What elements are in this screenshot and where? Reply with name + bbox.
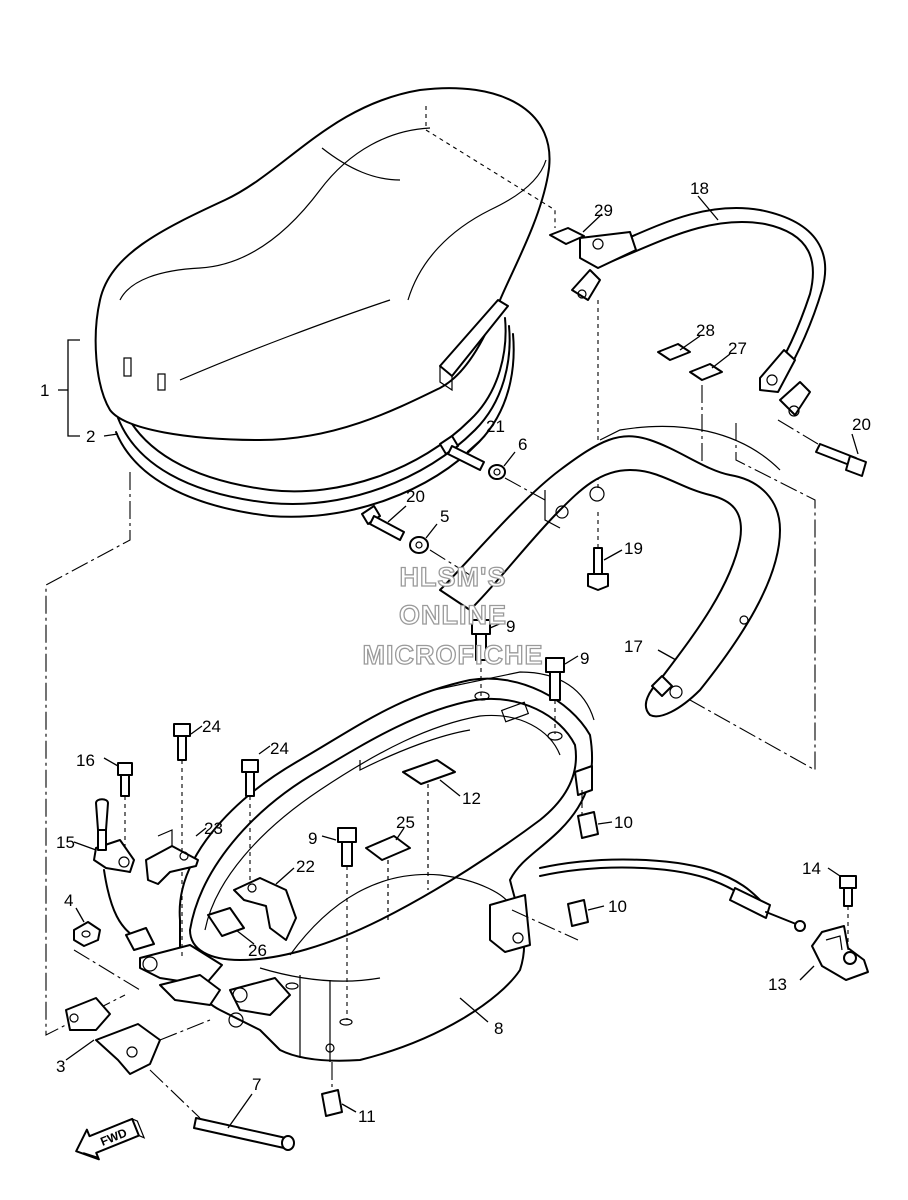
callout-26: 26	[248, 941, 267, 960]
watermark-line-2: ONLINE	[399, 600, 507, 630]
callout-20-left: 20	[406, 487, 425, 506]
callout-9-middle: 9	[580, 649, 589, 668]
callout-11: 11	[358, 1107, 376, 1126]
bolt-21	[439, 435, 485, 471]
washer-5	[409, 536, 429, 554]
callout-2: 2	[86, 427, 95, 446]
callout-12: 12	[462, 789, 481, 808]
callout-10-upper: 10	[614, 813, 633, 832]
callout-27: 27	[728, 339, 747, 358]
callout-15: 15	[56, 833, 75, 852]
fwd-arrow-icon: FWD	[75, 1117, 146, 1161]
callout-6: 6	[518, 435, 527, 454]
callout-8: 8	[494, 1019, 503, 1038]
nut-10-lower	[567, 899, 589, 927]
bolt-19	[587, 547, 609, 591]
callout-1: 1	[40, 381, 49, 400]
hinge-3	[65, 997, 161, 1075]
bolt-16	[117, 762, 133, 797]
nut-11	[321, 1089, 343, 1117]
callout-13: 13	[768, 975, 787, 994]
storage-box	[139, 671, 595, 1062]
bracket-23	[145, 829, 199, 885]
bolt-9-middle	[545, 657, 565, 701]
seat-assembly	[94, 87, 551, 518]
washer-6	[488, 464, 506, 480]
label-25-shape	[365, 835, 411, 861]
callout-19: 19	[624, 539, 643, 558]
callout-21: 21	[486, 417, 505, 436]
callout-20-right: 20	[852, 415, 871, 434]
seat-lock-13	[811, 925, 869, 981]
callout-24-right: 24	[270, 739, 289, 758]
seat-lock-cable	[539, 858, 761, 901]
label-29-shape	[549, 227, 585, 245]
bolt-24-left	[173, 723, 191, 761]
stay-15	[93, 798, 135, 873]
callout-18: 18	[690, 179, 709, 198]
label-27-shape	[689, 363, 723, 381]
rear-carrier-bracket	[439, 425, 781, 718]
callout-16: 16	[76, 751, 95, 770]
callout-9-upper: 9	[506, 617, 515, 636]
callout-14: 14	[802, 859, 821, 878]
watermark-line-3: MICROFICHE	[363, 640, 544, 670]
bracket-22	[233, 877, 297, 941]
bolt-20-right	[815, 443, 867, 477]
callout-24-left: 24	[202, 717, 221, 736]
label-26-shape	[207, 907, 245, 937]
grab-bar	[571, 207, 827, 417]
callout-25: 25	[396, 813, 415, 832]
callout-5: 5	[440, 507, 449, 526]
bolt-9-lower	[337, 827, 357, 867]
pin-7	[193, 1117, 295, 1151]
callout-22: 22	[296, 857, 315, 876]
callout-23: 23	[204, 819, 223, 838]
callout-9-lower: 9	[308, 829, 317, 848]
callout-7: 7	[252, 1075, 261, 1094]
bolt-24-right	[241, 759, 259, 797]
callout-29: 29	[594, 201, 613, 220]
bolt-14	[839, 875, 857, 907]
bolt-9-upper	[471, 619, 491, 661]
callout-4: 4	[64, 891, 73, 910]
nut-10-upper	[577, 811, 599, 839]
callout-17: 17	[624, 637, 643, 656]
callout-3: 3	[56, 1057, 65, 1076]
watermark-line-1: HLSM'S	[400, 562, 507, 592]
nut-4	[73, 921, 101, 947]
watermark: HLSM'S ONLINE MICROFICHE	[362, 561, 544, 670]
callout-28: 28	[696, 321, 715, 340]
bolt-20-left	[361, 505, 405, 541]
label-12-shape	[402, 759, 456, 785]
callout-10-lower: 10	[608, 897, 627, 916]
